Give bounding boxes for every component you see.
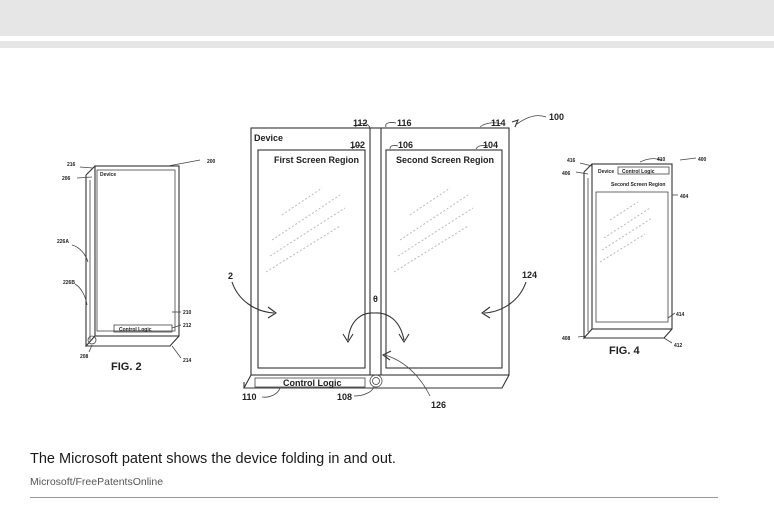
theta-label: θ [373, 294, 378, 304]
ref-108: 108 [337, 392, 352, 402]
ref-408: 408 [562, 336, 571, 342]
first-screen-label: First Screen Region [274, 155, 359, 165]
ref-416: 416 [567, 158, 576, 164]
fig2-control-logic: Control Logic [119, 327, 152, 333]
ref-210: 210 [183, 310, 192, 316]
fig4-second-screen: Second Screen Region [611, 182, 665, 188]
ref-216: 216 [67, 162, 76, 168]
patent-drawing: Device Control Logic FIG. 2 200 216 206 … [57, 112, 707, 410]
ref-102: 102 [350, 140, 365, 150]
fig4-control-logic: Control Logic [622, 169, 655, 175]
ref-112: 112 [353, 118, 368, 128]
caption-divider [30, 497, 718, 498]
ref-2: 2 [228, 271, 233, 281]
ref-110: 110 [242, 392, 257, 402]
figure-caption: The Microsoft patent shows the device fo… [30, 451, 396, 467]
fig2-device-label: Device [100, 172, 116, 178]
patent-figure: Device Control Logic FIG. 2 200 216 206 … [0, 48, 774, 433]
fig2-drawing [71, 159, 201, 359]
ref-116: 116 [397, 118, 412, 128]
ref-214: 214 [183, 358, 192, 364]
main-device-drawing [231, 115, 547, 398]
ref-106: 106 [398, 140, 413, 150]
second-screen-label: Second Screen Region [396, 155, 494, 165]
fig4-label: FIG. 4 [609, 345, 640, 357]
image-credit: Microsoft/FreePatentsOnline [30, 476, 164, 488]
fig4-drawing [575, 157, 697, 344]
ref-226a: 226A [57, 239, 69, 245]
top-divider [0, 41, 774, 48]
top-bar [0, 0, 774, 36]
fig4-device-label: Device [598, 169, 614, 175]
ref-208: 208 [80, 354, 89, 360]
ref-100: 100 [549, 112, 564, 122]
ref-212: 212 [183, 323, 192, 329]
fig2-label: FIG. 2 [111, 361, 142, 373]
control-logic-label: Control Logic [283, 378, 342, 388]
ref-400: 400 [698, 157, 707, 163]
ref-126: 126 [431, 400, 446, 410]
ref-104: 104 [483, 140, 498, 150]
ref-226b: 226B [63, 280, 75, 286]
ref-206: 206 [62, 176, 71, 182]
ref-404: 404 [680, 194, 689, 200]
device-label: Device [254, 133, 283, 143]
ref-124: 124 [522, 270, 537, 280]
ref-414: 414 [676, 312, 685, 318]
ref-200: 200 [207, 159, 216, 165]
ref-412: 412 [674, 343, 683, 349]
ref-406: 406 [562, 171, 571, 177]
ref-114: 114 [491, 118, 506, 128]
ref-410: 410 [657, 157, 666, 163]
